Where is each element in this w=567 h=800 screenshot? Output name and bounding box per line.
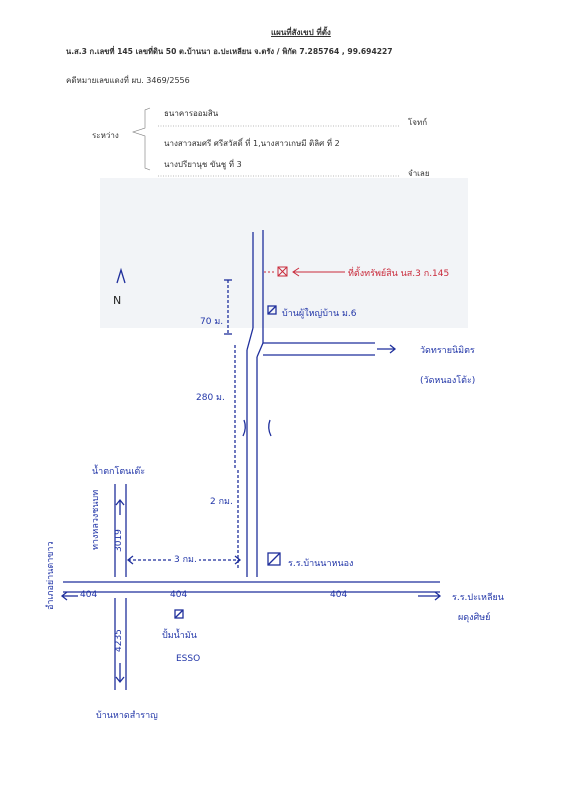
- distance-280m: 280 ม.: [196, 393, 225, 403]
- road-404-mid-label: 404: [170, 590, 188, 600]
- arrow-north-3019-head: [115, 498, 125, 506]
- esso-label: ESSO: [176, 654, 201, 664]
- village-head-house: บ้านผู้ใหญ่บ้าน ม.6: [282, 309, 357, 319]
- rural-road-label: ทางหลวงชนบท: [91, 489, 101, 550]
- waterfall-label: น้ำตกโตนเต๊ะ: [92, 467, 146, 477]
- property-label: ที่ตั้งทรัพย์สิน นส.3 ก.145: [348, 269, 450, 279]
- road-kink-right: [256, 342, 264, 358]
- property-x-2: [277, 266, 288, 277]
- school-east-label: ร.ร.ปะเหลียน: [452, 593, 504, 603]
- map-title: แผนที่สังเขป ที่ตั้ง: [271, 28, 331, 37]
- temple-alt-name: (วัดหนองโต้ะ): [420, 376, 476, 386]
- property-marker: [277, 266, 288, 277]
- road-4235-label: 4235: [114, 629, 124, 652]
- road-3019-label: 3019: [114, 529, 124, 552]
- distance-70m: 70 ม.: [200, 317, 224, 327]
- north-label: N: [113, 294, 122, 307]
- property-marker-group: [264, 266, 345, 277]
- distance-3km: 3 กม.: [172, 552, 199, 566]
- road-404-left-label: 404: [80, 590, 98, 600]
- defendant-1-2: นางสาวสมศรี ศรีสวัสดิ์ ที่ 1,นางสาวเกษมี…: [164, 139, 340, 148]
- distance-2km: 2 กม.: [210, 497, 233, 507]
- between-brace: [132, 107, 151, 171]
- arrow-temple-head: [389, 344, 397, 354]
- school-label: ร.ร.บ้านนาหนอง: [288, 559, 354, 569]
- north-arrow: [116, 267, 126, 284]
- property-pointer-head: [292, 267, 300, 277]
- school-east-label-2: ผดุงศิษย์: [458, 613, 491, 623]
- school-marker: [267, 552, 281, 566]
- esso-marker: [174, 609, 184, 619]
- house-marker-slash: [267, 305, 277, 315]
- road-kink-left: [246, 327, 254, 351]
- dim-3km-right: [234, 555, 242, 565]
- tick-bracket-right: [268, 419, 272, 437]
- case-number: คดีหมายเลขแดงที่ ผบ. 3469/2556: [66, 76, 190, 85]
- school-marker-slash: [267, 552, 281, 566]
- arrow-south-4235-head: [115, 676, 125, 684]
- esso-marker-slash: [174, 609, 184, 619]
- bottom-place-label: บ้านหาดสำราญ: [96, 711, 158, 721]
- tick-bracket-left: [242, 419, 246, 437]
- plaintiff-name: ธนาคารออมสิน: [164, 109, 219, 118]
- temple-name: วัดทรายนิมิตร: [420, 346, 475, 356]
- arrow-west-head: [60, 591, 68, 601]
- arrow-east-head: [434, 591, 442, 601]
- road-404-right-label: 404: [330, 590, 348, 600]
- gas-station-label: ปั้มน้ำมัน: [162, 631, 197, 641]
- defendant-role: จำเลย: [408, 169, 430, 178]
- scan-shade: [100, 178, 468, 328]
- district-label: อำเภอย่านตาขาว: [46, 541, 56, 610]
- defendant-3: นางปรียานุช ขันชู ที่ 3: [164, 160, 242, 169]
- between-label: ระหว่าง: [92, 131, 119, 140]
- document-line: น.ส.3 ก.เลขที่ 145 เลขที่ดิน 50 ต.บ้านนา…: [66, 47, 393, 56]
- house-marker: [267, 305, 277, 315]
- dim-3km-left: [126, 555, 134, 565]
- plaintiff-role: โจทก์: [408, 118, 428, 127]
